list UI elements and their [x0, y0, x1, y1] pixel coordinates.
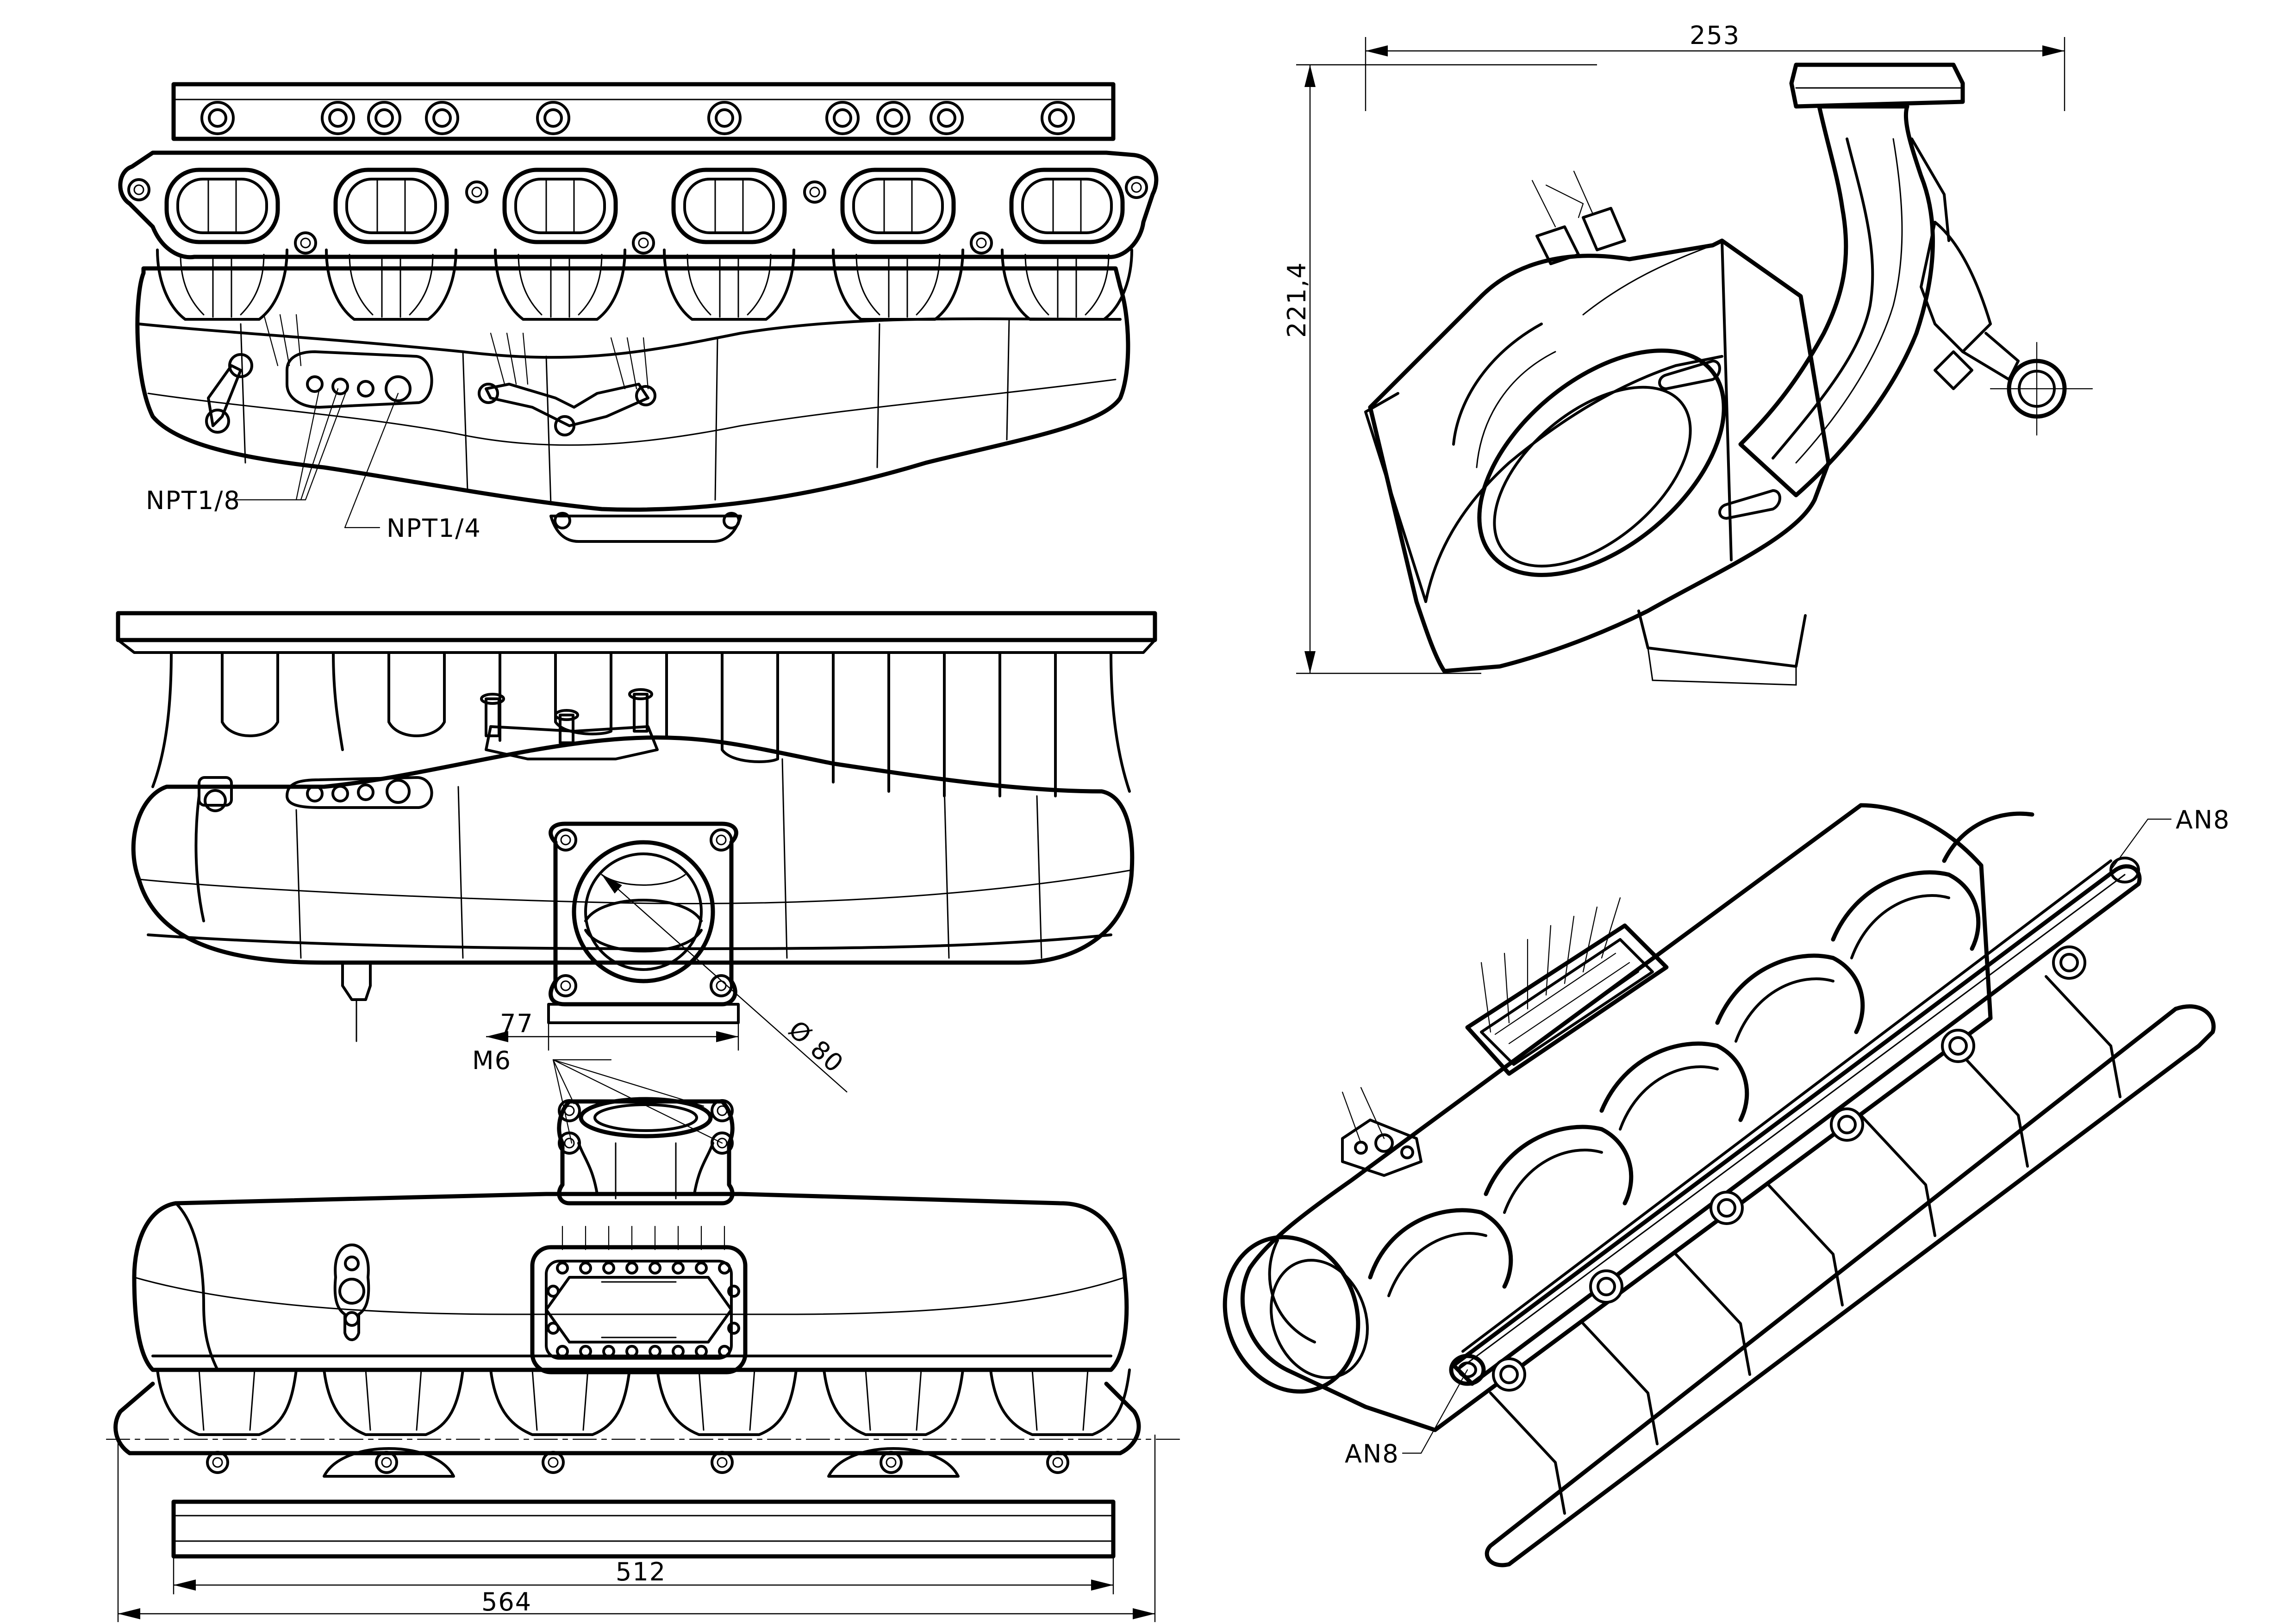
runner-tubes-bottom: [156, 1368, 1131, 1436]
plenum-side: [1368, 238, 1831, 673]
fuel-rail: [171, 82, 1116, 141]
npt-ports: [306, 375, 412, 402]
runner-bowl: [1477, 348, 1726, 577]
side-view: 253 221,4: [1282, 21, 2093, 686]
base-flange-holes: [207, 1447, 1068, 1478]
throttle-flange: [549, 821, 738, 1007]
plenum-bottom: [132, 1192, 1129, 1372]
iso-runners: [1368, 811, 2034, 1297]
iso-fuel-rail: [1451, 864, 2142, 1386]
front-section-lines: [295, 758, 1042, 959]
runner-tubes-top: [157, 250, 1132, 319]
plenum-section-lines: [240, 318, 1010, 505]
base-flange: [113, 1381, 1141, 1455]
lower-mount: [549, 515, 742, 543]
front-view: 77 Ø 80 M6: [116, 611, 1157, 1144]
plenum-front: [131, 735, 1135, 965]
coolant-boss: [333, 1244, 370, 1341]
plenum-top: [135, 266, 1130, 512]
dimension-512: 512: [173, 1556, 1114, 1594]
dimension-564: 564: [117, 1435, 1156, 1622]
svg-text:512: 512: [616, 1557, 666, 1586]
isometric-view: AN8 AN8: [1223, 803, 2230, 1567]
dimension-221-4: 221,4: [1282, 64, 1597, 674]
iso-runner-legs: [1489, 975, 2121, 1515]
label-npt-1-4: NPT1/4: [387, 514, 481, 543]
access-plate-bolts: [547, 1262, 740, 1358]
iso-housing: [1240, 803, 1993, 1432]
iso-access-port-leaders: [1480, 897, 1621, 1033]
flange-bolts: [129, 177, 1147, 253]
intake-elbow: [1738, 104, 1935, 497]
dimension-77: 77: [486, 1009, 739, 1051]
top-view: NPT1/8 NPT1/4: [118, 82, 1159, 543]
bracket: [485, 383, 649, 427]
svg-text:77: 77: [500, 1009, 534, 1038]
svg-text:564: 564: [481, 1587, 532, 1617]
an8-leaders: AN8 AN8: [1345, 805, 2230, 1468]
front-runners: [151, 651, 1131, 797]
svg-text:221,4: 221,4: [1282, 261, 1311, 338]
access-plate: [530, 1245, 748, 1374]
injector-bosses: [202, 102, 1073, 134]
front-flange: [116, 611, 1157, 642]
access-plate-tick-marks: [562, 1225, 725, 1250]
fuel-rail-bottom: [171, 1499, 1116, 1559]
runner-ports-top: [167, 170, 1123, 242]
label-npt-1-8: NPT1/8: [146, 486, 241, 515]
throttle-neck: [557, 1099, 735, 1206]
iso-access-port: [1465, 923, 1669, 1076]
throttle-cap: [1789, 62, 1965, 109]
bottom-view: 512 564: [106, 1097, 1186, 1622]
svg-text:Ø 80: Ø 80: [783, 1015, 849, 1079]
dimension-253: 253: [1365, 21, 2065, 111]
label-an8-top: AN8: [2176, 805, 2230, 834]
label-an8-bottom: AN8: [1345, 1439, 1399, 1468]
svg-text:M6: M6: [472, 1046, 512, 1075]
throttle-bore: [572, 840, 715, 983]
iso-base-flange: [1485, 1004, 2216, 1567]
svg-text:253: 253: [1690, 21, 1740, 50]
npt-leaders: [231, 314, 649, 529]
